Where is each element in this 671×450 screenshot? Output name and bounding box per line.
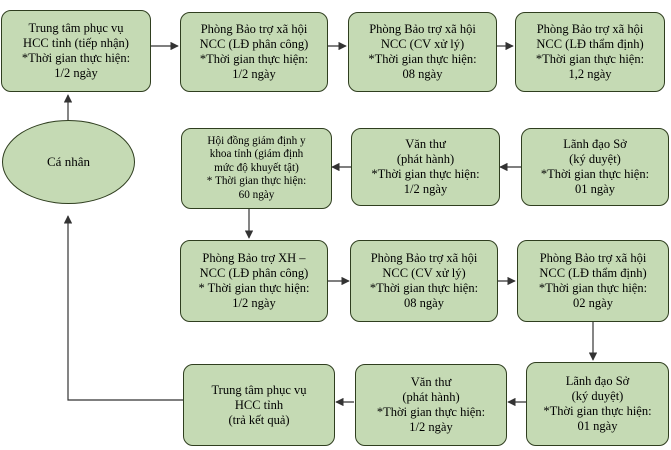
step-line: 01 ngày	[577, 419, 618, 433]
step-line: *Thời gian thực hiện:	[199, 52, 309, 66]
step-line: 01 ngày	[575, 182, 615, 196]
step-line: *Thời gian thực hiện:	[371, 167, 480, 181]
step-box: Lãnh đạo Sở(ký duyệt)*Thời gian thực hiệ…	[526, 362, 669, 446]
step-line: (ký duyệt)	[571, 389, 624, 403]
step-line: 08 ngày	[402, 67, 443, 81]
step-line: (phát hành)	[396, 152, 455, 166]
step-line: *Thời gian thực hiện:	[540, 167, 650, 181]
step-box: Lãnh đạo Sở(ký duyệt)*Thời gian thực hiệ…	[521, 128, 669, 206]
step-line: Trung tâm phục vụ	[211, 382, 307, 397]
step-line: * Thời gian thực hiện:	[198, 281, 310, 295]
step-line: *Thời gian thực hiện:	[543, 404, 652, 418]
step-line: Văn thư	[405, 137, 446, 151]
step-line: Phòng Bảo trợ xã hội	[370, 251, 478, 265]
step-line: *Thời gian thực hiện:	[368, 52, 477, 66]
step-line: Lãnh đạo Sở	[563, 137, 627, 151]
step-line: 1/2 ngày	[403, 182, 448, 196]
step-box: Văn thư(phát hành)*Thời gian thực hiện:1…	[351, 128, 500, 206]
step-line: NCC (LĐ phân công)	[199, 266, 309, 280]
step-line: NCC (CV xử lý)	[380, 37, 465, 51]
start-node-label: Cá nhân	[47, 154, 90, 169]
step-line: HCC tỉnh (tiếp nhận)	[23, 36, 129, 50]
step-line: *Thời gian thực hiện:	[376, 405, 486, 419]
step-line: Phòng Bảo trợ xã hội	[539, 251, 647, 265]
step-line: 1/2 ngày	[232, 296, 276, 310]
step-line: (phát hành)	[402, 390, 460, 404]
step-line: (trả kết quả)	[228, 412, 290, 427]
step-line: 1,2 ngày	[568, 67, 612, 81]
step-line: NCC (LĐ phân công)	[199, 37, 309, 51]
step-line: 60 ngày	[238, 188, 275, 201]
step-line: NCC (CV xử lý)	[382, 266, 466, 280]
step-line: Phòng Bảo trợ xã hội	[369, 22, 476, 36]
step-line: (ký duyệt)	[569, 152, 621, 166]
step-box: Phòng Bảo trợ XH –NCC (LĐ phân công)* Th…	[180, 240, 328, 322]
step-box: Văn thư(phát hành)*Thời gian thực hiện:1…	[355, 364, 507, 446]
step-line: * Thời gian thực hiện:	[206, 175, 307, 188]
step-line: *Thời gian thực hiện:	[535, 52, 645, 66]
step-line: Phòng Bảo trợ XH –	[202, 251, 306, 265]
step-line: Phòng Bảo trợ xã hội	[536, 22, 644, 36]
step-line: HCC tỉnh	[234, 397, 284, 412]
step-line: Phòng Bảo trợ xã hội	[200, 22, 308, 36]
step-line: 02 ngày	[573, 296, 613, 310]
step-line: khoa tỉnh (giám định	[209, 148, 304, 161]
step-line: 08 ngày	[404, 296, 444, 310]
step-line: NCC (LĐ thẩm định)	[536, 37, 644, 51]
start-node: Cá nhân	[2, 120, 135, 204]
step-line: 1/2 ngày	[232, 67, 276, 81]
arrow-n13-start	[63, 215, 184, 401]
step-line: Văn thư	[410, 375, 452, 389]
step-line: NCC (LĐ thẩm định)	[539, 266, 647, 280]
step-line: Hội đồng giám định y	[207, 134, 306, 147]
step-line: *Thời gian thực hiện:	[21, 51, 131, 65]
step-line: 1/2 ngày	[54, 66, 98, 80]
step-line: *Thời gian thực hiện:	[369, 281, 479, 295]
step-line: Trung tâm phục vụ	[28, 21, 124, 35]
step-line: Lãnh đạo Sở	[565, 374, 630, 388]
step-line: 1/2 ngày	[409, 420, 453, 434]
step-line: *Thời gian thực hiện:	[538, 281, 648, 295]
step-line: mức độ khuyết tật)	[214, 161, 299, 174]
